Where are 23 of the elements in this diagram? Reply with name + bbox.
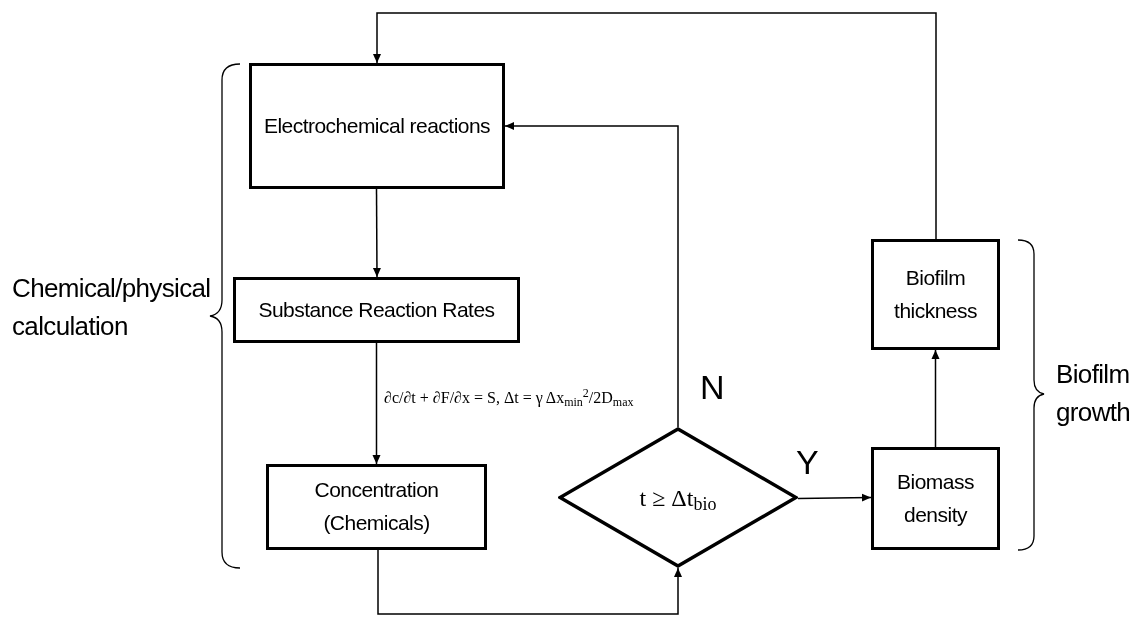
condition-text: t ≥ Δt$_{bio}$	[639, 483, 717, 516]
bracket-label: Biofilm growth	[1056, 358, 1132, 429]
arrow	[797, 493, 872, 502]
arrow	[504, 122, 679, 428]
process-box	[249, 63, 505, 189]
box-text: Biofilm thickness	[893, 264, 978, 324]
box-text: Electrochemical reactions	[263, 112, 491, 139]
edge-label: N	[700, 367, 725, 408]
arrow	[931, 349, 940, 448]
box-text: Concentration (Chemicals)	[313, 477, 440, 536]
arrow	[372, 342, 381, 465]
process-box	[233, 277, 520, 343]
arrow	[372, 188, 381, 278]
arrow	[377, 549, 682, 615]
box-text: Biomass density	[896, 468, 975, 528]
process-box	[266, 464, 487, 550]
bracket-label: Chemical/physical calculation	[12, 272, 212, 343]
equation: ∂c/∂t + ∂F/∂x = S, Δt = γ Δx$_{min}$$^{2}$/2D$_{max}$	[384, 386, 634, 410]
box-text: Substance Reaction Rates	[258, 296, 495, 323]
process-box	[871, 447, 1000, 550]
arrow	[373, 12, 937, 240]
edge-label: Y	[796, 442, 819, 483]
process-box	[871, 239, 1000, 350]
